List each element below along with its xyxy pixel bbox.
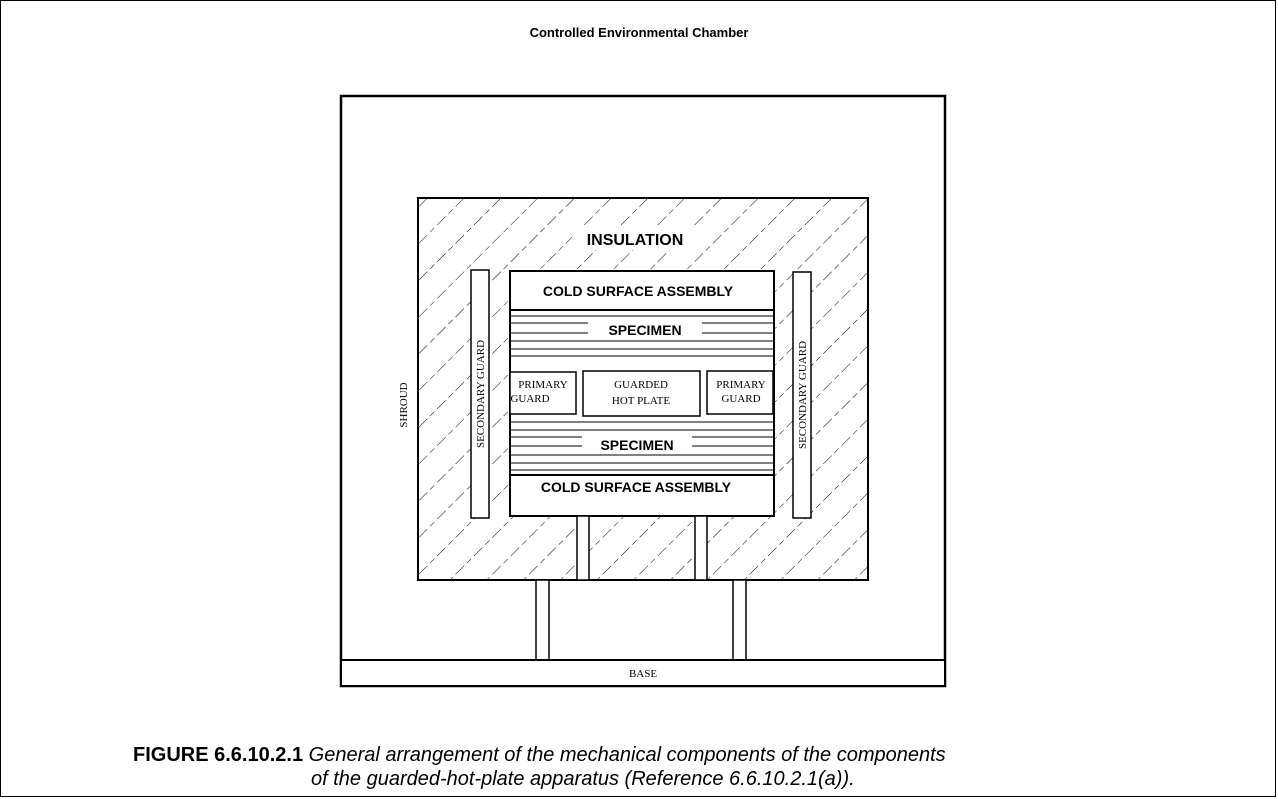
- specimen-bottom-lines: [510, 421, 774, 471]
- specimen-bottom-label: SPECIMEN: [600, 437, 673, 453]
- primary-guard-left-label-1: PRIMARY: [518, 379, 568, 391]
- guarded-hot-plate: [582, 370, 701, 417]
- support-legs: [535, 579, 747, 661]
- figure-caption: FIGURE 6.6.10.2.1 General arrangement of…: [133, 743, 1253, 791]
- shroud-label: SHROUD: [398, 382, 410, 427]
- guarded-hot-plate-label-1: GUARDED: [614, 379, 668, 391]
- base-plate: [340, 659, 946, 687]
- cold-surface-bottom-label: COLD SURFACE ASSEMBLY: [541, 479, 732, 495]
- guarded-hot-plate-label-2: HOT PLATE: [612, 395, 670, 407]
- cold-surface-top-label: COLD SURFACE ASSEMBLY: [543, 283, 734, 299]
- specimen-top-lines: [510, 315, 774, 357]
- caption-line-2: of the guarded-hot-plate apparatus (Refe…: [311, 768, 855, 790]
- figure-number: FIGURE 6.6.10.2.1: [133, 744, 304, 766]
- primary-guard-right: [706, 370, 774, 415]
- base-label: BASE: [629, 668, 657, 680]
- insulation-label: INSULATION: [587, 232, 684, 249]
- chamber-title: Controlled Environmental Chamber: [529, 25, 749, 40]
- primary-guard-left: [509, 371, 577, 415]
- secondary-guard-right-label: SECONDARY GUARD: [797, 341, 809, 449]
- primary-guard-right-label-2: GUARD: [721, 393, 760, 405]
- primary-guard-left-label-2: GUARD: [510, 393, 549, 405]
- secondary-guard-left-label: SECONDARY GUARD: [475, 340, 487, 448]
- secondary-guard-left: [470, 269, 490, 519]
- specimen-top-label: SPECIMEN: [608, 322, 681, 338]
- primary-guard-right-label-1: PRIMARY: [716, 379, 766, 391]
- inner-supports: [576, 515, 708, 581]
- caption-line-1: General arrangement of the mechanical co…: [308, 744, 946, 766]
- secondary-guard-right: [792, 271, 812, 519]
